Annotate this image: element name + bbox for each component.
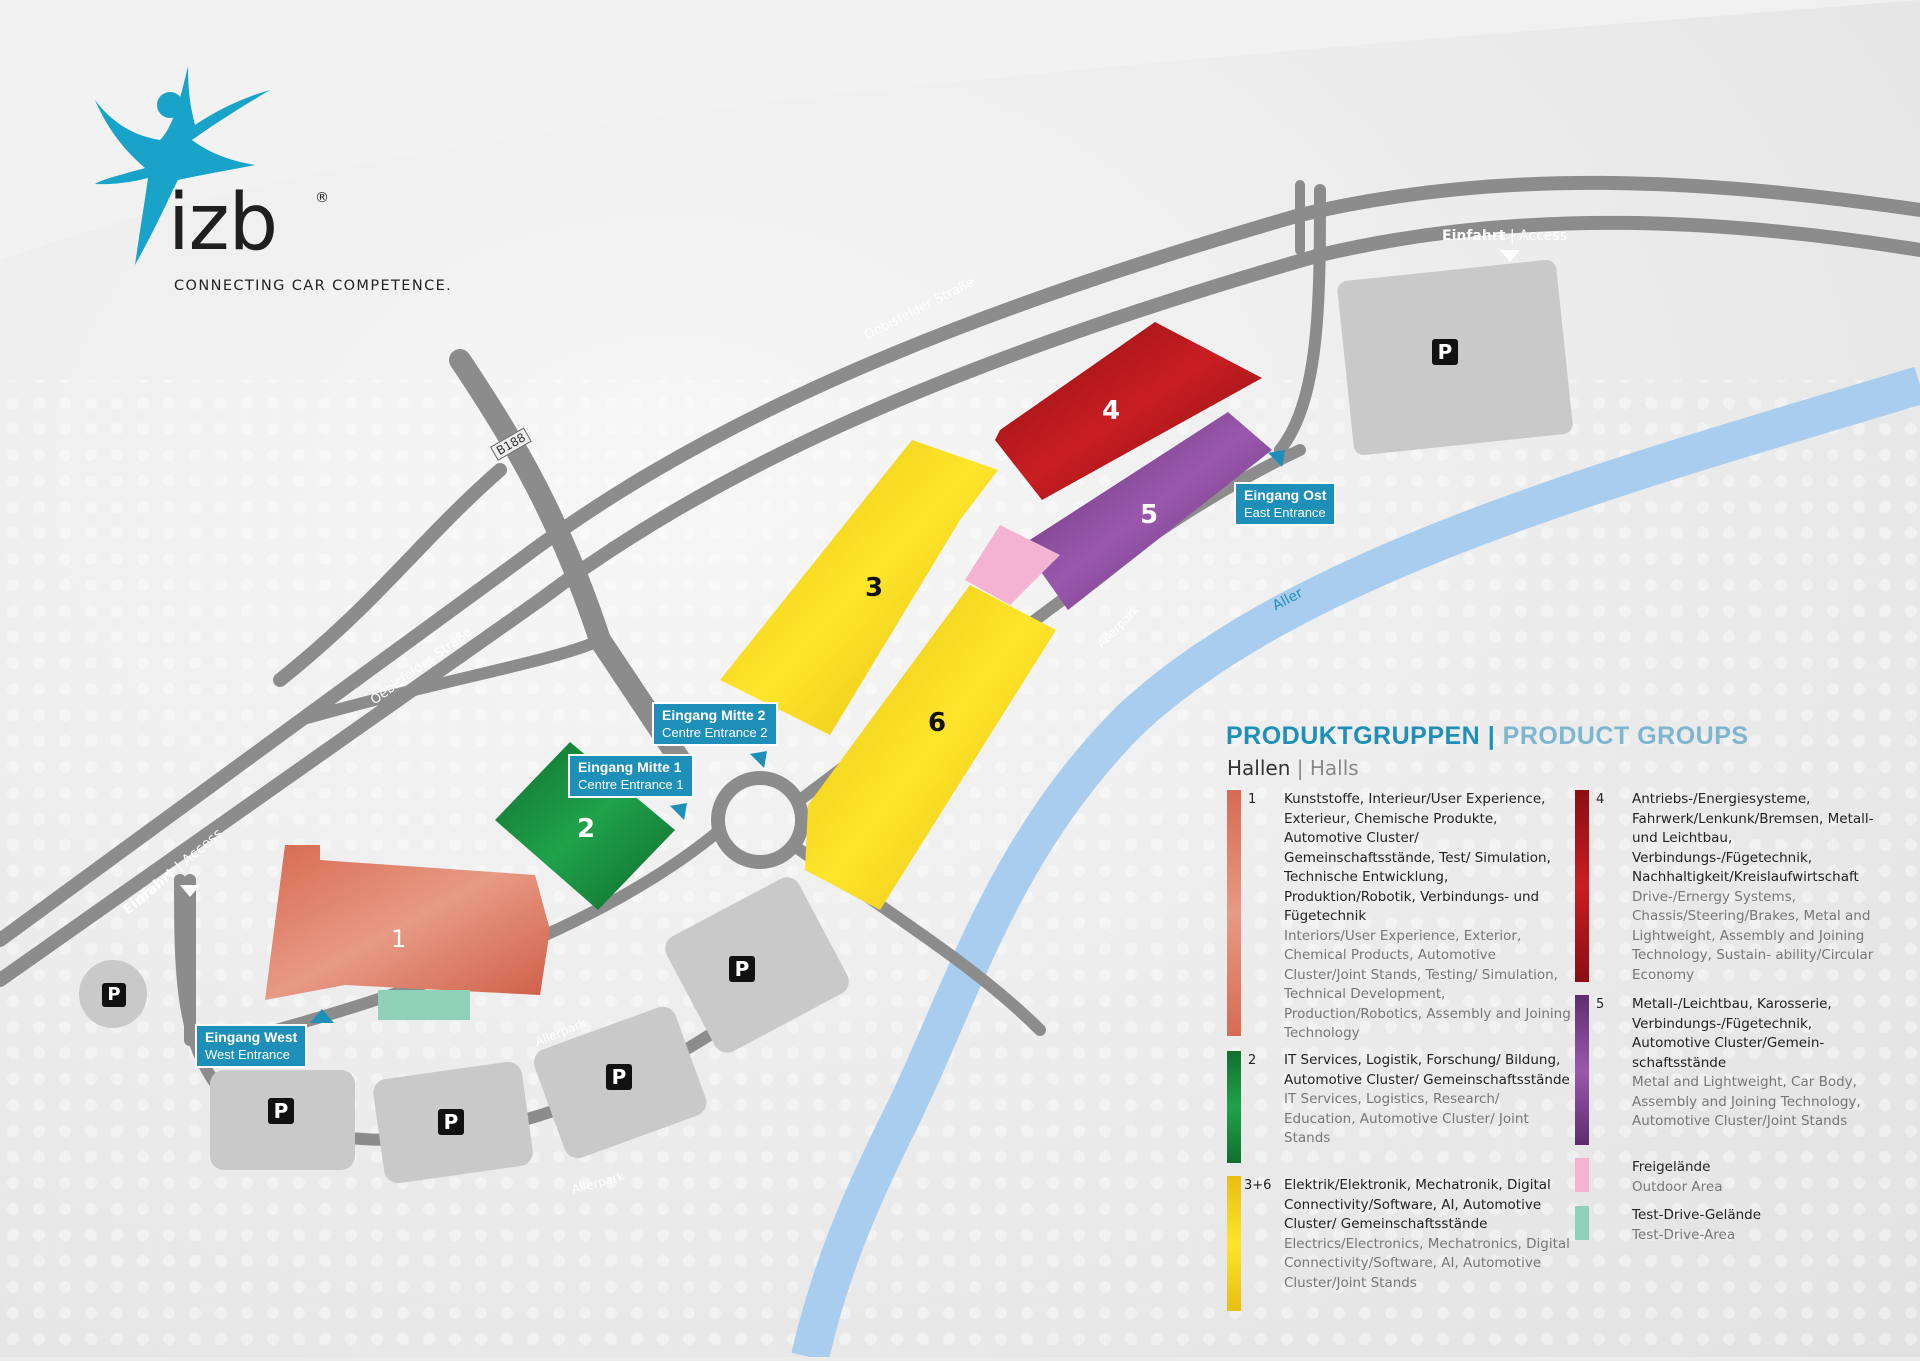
- test-drive-area: [378, 990, 470, 1020]
- legend-item-hall-1: 1 Kunststoffe, Interieur/User Experience…: [1227, 790, 1574, 1044]
- hall-1: [265, 845, 550, 1000]
- logo-registered-mark: ®: [315, 190, 329, 206]
- legend-swatch: [1575, 1206, 1589, 1240]
- logo-wordmark: izb: [168, 178, 278, 268]
- legend-item-test-drive-area: Test-Drive-Gelände Test-Drive-Area: [1575, 1206, 1882, 1245]
- entrance-arrows: [310, 450, 1285, 1023]
- parking-sign: P: [729, 956, 755, 982]
- legend-swatch: [1575, 995, 1589, 1145]
- hall-1-label: 1: [391, 925, 407, 953]
- legend-swatch: [1227, 1176, 1241, 1311]
- legend-swatch: [1575, 1158, 1589, 1192]
- legend-item-hall-4: 4 Antriebs-/Energiesysteme, Fahrwerk/Len…: [1575, 790, 1892, 985]
- legend-item-hall-3-6: 3+6 Elektrik/Elektronik, Mechatronik, Di…: [1227, 1176, 1574, 1311]
- legend-swatch: [1575, 790, 1589, 982]
- hall-6-label: 6: [928, 708, 947, 738]
- logo-tagline: CONNECTING CAR COMPETENCE.: [174, 278, 453, 294]
- access-label-east: Einfahrt | Access: [1442, 228, 1567, 244]
- hall-3: [720, 440, 998, 735]
- hall-4: [995, 322, 1262, 500]
- parking-sign: P: [102, 983, 126, 1007]
- access-arrows: [180, 250, 1520, 897]
- hall-4-label: 4: [1102, 396, 1121, 426]
- legend-item-hall-2: 2 IT Services, Logistik, Forschung/ Bild…: [1227, 1051, 1574, 1163]
- hall-5: [1022, 412, 1272, 610]
- legend-item-hall-5: 5 Metall-/Leichtbau, Karosserie, Verbind…: [1575, 995, 1882, 1145]
- hall-5-label: 5: [1140, 500, 1159, 530]
- parking-sign: P: [268, 1098, 294, 1124]
- hall-3-label: 3: [865, 573, 884, 603]
- outdoor-area: [965, 525, 1060, 605]
- parking-sign: P: [1432, 339, 1458, 365]
- river-aller: [791, 366, 1920, 1361]
- legend-swatch: [1227, 790, 1241, 1036]
- hall-2-label: 2: [577, 814, 596, 844]
- parking-sign: P: [606, 1064, 632, 1090]
- legend-title-en: PRODUCT GROUPS: [1502, 722, 1749, 750]
- legend-item-outdoor-area: Freigelände Outdoor Area: [1575, 1158, 1882, 1197]
- logo-star-icon: [95, 66, 270, 265]
- legend-title-de: PRODUKTGRUPPEN: [1226, 722, 1481, 750]
- parking-sign: P: [438, 1109, 464, 1135]
- hall-2: [495, 742, 675, 910]
- legend-title: PRODUKTGRUPPEN | PRODUCT GROUPS: [1226, 722, 1749, 750]
- halls: [265, 322, 1272, 1020]
- legend-subtitle: Hallen | Halls: [1227, 756, 1359, 780]
- legend-swatch: [1227, 1051, 1241, 1163]
- hall-6: [805, 585, 1056, 910]
